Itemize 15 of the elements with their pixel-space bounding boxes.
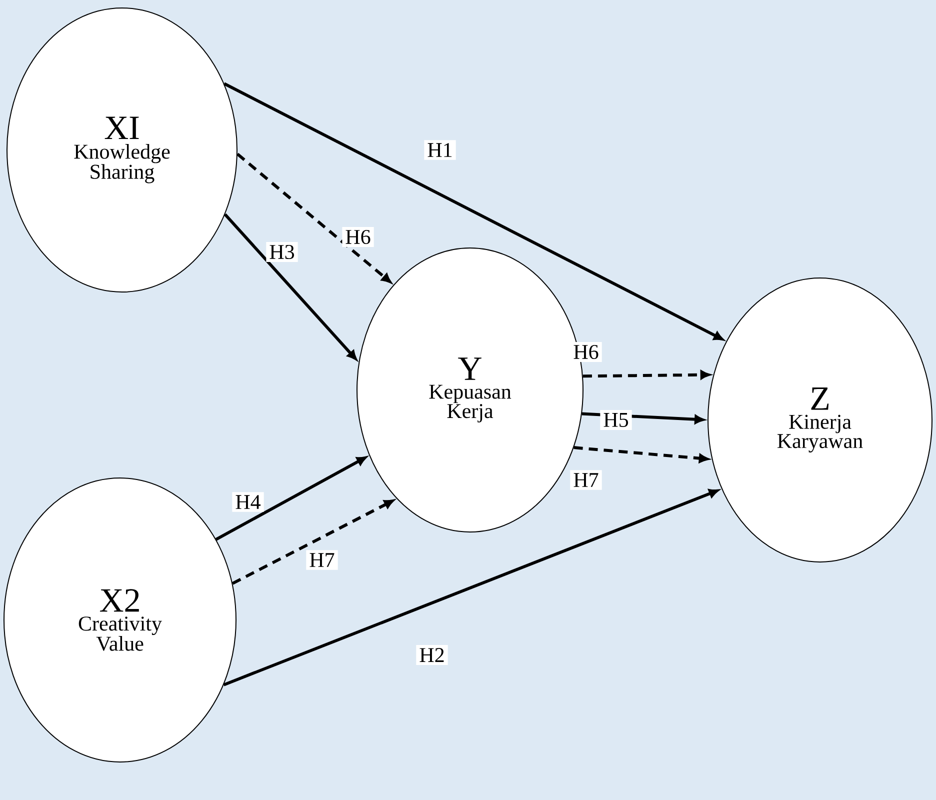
edge-label: H6 [570,342,602,362]
arrow [224,82,724,340]
edge-label: H3 [266,242,298,262]
edge-label: H6 [342,226,374,248]
arrow [224,213,357,360]
edge-label: H7 [570,470,602,490]
arrow [232,500,394,585]
edge-label: H4 [232,492,264,512]
edge-label: H1 [424,140,456,160]
arrow [236,152,392,283]
arrow [223,489,718,686]
edge-label: H2 [416,645,448,665]
arrow [215,456,366,541]
edge-label: H5 [600,410,632,430]
edge-label: H7 [306,550,338,570]
